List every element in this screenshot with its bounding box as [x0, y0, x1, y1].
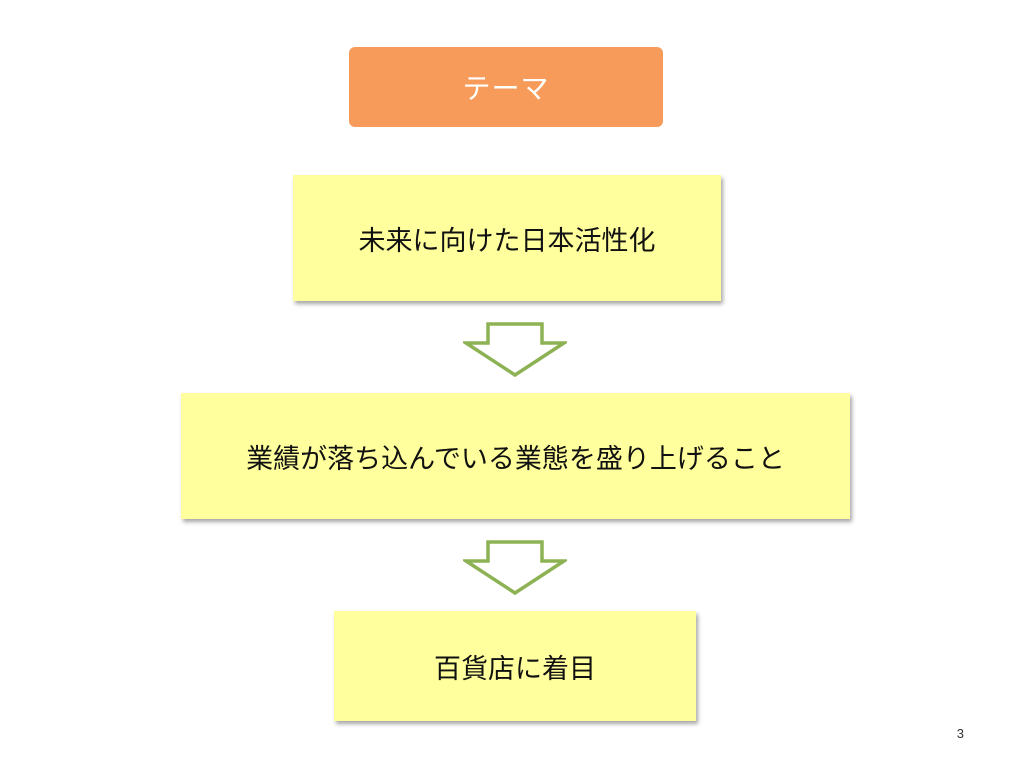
theme-label: テーマ — [462, 72, 550, 105]
theme-label-box: テーマ — [349, 47, 663, 127]
flow-step-2-text: 業績が落ち込んでいる業態を盛り上げること — [246, 443, 785, 475]
flow-step-1-text: 未来に向けた日本活性化 — [358, 225, 656, 257]
flow-step-3-text: 百貨店に着目 — [434, 653, 596, 685]
flow-step-3: 百貨店に着目 — [334, 611, 696, 721]
down-arrow-icon — [463, 322, 567, 378]
flow-step-1: 未来に向けた日本活性化 — [293, 175, 721, 301]
page-number: 3 — [956, 726, 964, 741]
flow-step-2: 業績が落ち込んでいる業態を盛り上げること — [181, 393, 850, 519]
down-arrow-icon — [463, 540, 567, 596]
